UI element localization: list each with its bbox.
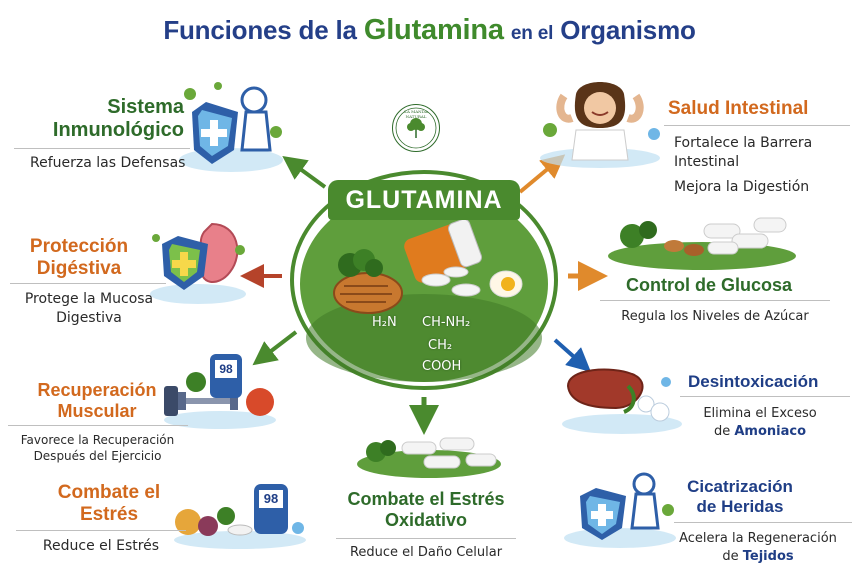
arrow-muscular [252, 330, 298, 366]
intestinal-desc-line2: Intestinal [674, 153, 740, 170]
arrow-desintox [553, 338, 591, 372]
logo-text: LA MANDA NATURAL [404, 109, 428, 119]
digestive-title-line1: Protección [29, 236, 129, 257]
divider [664, 125, 850, 126]
divider [8, 425, 188, 426]
title-part-2: Glutamina [363, 14, 504, 46]
detox-desc: Elimina el Exceso de Amoniaco [680, 405, 840, 440]
intestinal-desc: Fortalece la Barrera Intestinal Mejora l… [674, 134, 854, 197]
oxidative-title-line2: Oxidativo [384, 509, 468, 530]
immune-shield-icon [176, 80, 286, 174]
formula-ch2: CH₂ [428, 338, 453, 353]
stress-desc: Reduce el Estrés [42, 538, 160, 554]
oxidative-title-line1: Combate el Estrés [347, 489, 505, 509]
dumbbell-icon: 98 [160, 350, 278, 430]
immune-desc: Refuerza las Defensas [30, 155, 186, 171]
healing-shield-icon [560, 470, 678, 550]
stomach-shield-icon [146, 214, 250, 306]
stress-title: Combate el Estrés [34, 482, 184, 526]
divider [336, 538, 516, 539]
oxidative-desc: Reduce el Daño Celular [349, 545, 503, 560]
divider [10, 283, 166, 284]
healing-desc-line2b: Tejidos [742, 548, 794, 564]
detox-desc-line1: Elimina el Exceso [703, 406, 817, 421]
muscle-title: Recuperación Muscular [22, 380, 172, 421]
detox-desc-line2: de Amoniaco [680, 423, 840, 441]
formula-ch-nh2: CH-NH₂ [422, 315, 471, 330]
center-banner [328, 180, 520, 220]
digestive-desc-line1: Protege la Mucosa [24, 291, 154, 307]
supplement-pills-icon [354, 424, 504, 480]
food-glucometer-icon: 98 [170, 478, 310, 550]
arrow-inmune [282, 155, 327, 189]
happy-woman-icon [536, 78, 664, 168]
glucose-desc: Regula los Niveles de Azúcar [621, 309, 809, 324]
intestinal-desc-line1: Fortalece la Barrera [674, 135, 813, 151]
immune-title-line1: Sistema [107, 96, 184, 118]
detox-desc-line2b: Amoniaco [734, 423, 807, 439]
center-label: GLUTAMINA [345, 186, 503, 214]
nuts-greens-icon [604, 206, 800, 272]
muscle-desc: Favorece la Recuperación Después del Eje… [10, 432, 185, 464]
muscle-desc-line2: Después del Ejercicio [33, 449, 162, 464]
title-part-1: Funciones de la [163, 15, 357, 45]
page-title: Funciones de la Glutamina en el Organism… [0, 14, 859, 47]
divider [14, 148, 190, 149]
glucometer-reading-1: 98 [219, 362, 233, 376]
intestinal-desc-line3: Mejora la Digestión [674, 178, 810, 195]
digestive-title: Protección Digéstiva [4, 236, 154, 280]
divider [16, 530, 186, 531]
divider [680, 396, 850, 397]
healing-title-line1: Cicatrización [687, 477, 793, 496]
title-part-4: Organismo [560, 15, 696, 45]
healing-desc-line2a: de [722, 548, 739, 564]
muscle-desc-line1: Favorece la Recuperación [20, 433, 175, 447]
divider [674, 522, 852, 523]
glucose-title: Control de Glucosa [625, 275, 793, 295]
healing-desc-line1: Acelera la Regeneración [679, 531, 837, 546]
muscle-title-line1: Recuperación [37, 380, 157, 400]
immune-title: Sistema Inmunológico [34, 96, 184, 142]
healing-title: Cicatrización de Heridas [670, 477, 810, 516]
title-part-3: en el [510, 23, 554, 44]
divider [600, 300, 830, 301]
healing-desc: Acelera la Regeneración de Tejidos [668, 530, 848, 565]
digestive-title-line2: Digéstiva [36, 257, 122, 279]
digestive-desc: Protege la Mucosa Digestiva [14, 290, 164, 328]
stress-title-line2: Estrés [79, 503, 139, 525]
oxidative-title: Combate el Estrés Oxidativo [326, 489, 526, 530]
digestive-desc-line2: Digestiva [56, 309, 122, 326]
immune-title-line2: Inmunológico [52, 119, 184, 141]
formula-cooh: COOH [422, 359, 462, 374]
detox-title: Desintoxicación [688, 372, 819, 391]
stress-title-line1: Combate el [57, 482, 161, 503]
liver-icon [558, 356, 686, 436]
formula-h2n: H₂N [372, 315, 397, 330]
center-glutamine: GLUTAMINA H₂N CH-NH₂ CH₂ COOH [288, 168, 560, 392]
healing-title-line2: de Heridas [696, 496, 784, 516]
brand-logo: LA MANDA NATURAL [392, 104, 440, 152]
detox-desc-line2a: de [713, 423, 731, 439]
arrow-intestinal [518, 154, 566, 194]
intestinal-title: Salud Intestinal [668, 98, 809, 119]
healing-desc-line2: de Tejidos [668, 548, 848, 566]
muscle-title-line2: Muscular [57, 400, 137, 421]
glucometer-reading-2: 98 [263, 491, 279, 506]
